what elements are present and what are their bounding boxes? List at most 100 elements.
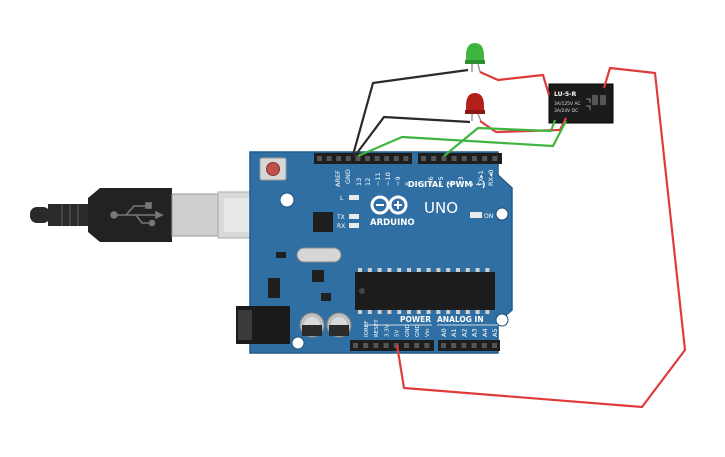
analog-pin-label: A4 [481,328,489,337]
header-pin[interactable] [384,156,390,161]
chip-pin [465,310,470,314]
model-label: UNO [424,199,458,217]
chip-pin [416,268,421,272]
chip-pin [475,310,480,314]
regulator-chip [312,270,324,282]
header-pin[interactable] [353,343,358,348]
header-pin[interactable] [336,156,342,161]
analog-pin-label: A1 [450,328,458,337]
header-pin[interactable] [403,156,409,161]
voltage-regulator [268,278,280,298]
header-pin[interactable] [363,343,369,348]
chip-pin [485,310,490,314]
digital-header-left[interactable] [314,153,412,164]
relay-lu-5-r[interactable]: LU-5-R 3A/125V AC 3A/24V DC [548,83,614,124]
header-pin[interactable] [431,156,437,161]
atmega-chip [355,268,495,314]
digital-pin-label: 13 [355,178,363,186]
analog-label: ANALOG IN [437,315,484,324]
power-label: POWER [400,315,431,324]
header-pin[interactable] [482,156,488,161]
chip-pin [407,310,411,314]
red-led[interactable] [465,93,485,122]
wire-green-led-relay[interactable] [479,70,551,96]
wire-relay-5v[interactable] [395,66,687,409]
power-pin-label: GND [405,324,411,337]
rx-label: RX [337,223,345,230]
chip-pin [456,310,460,314]
header-pin[interactable] [345,156,351,161]
small-component [321,293,331,301]
chip-pin [475,268,480,272]
header-pin[interactable] [424,343,430,348]
digital-pin-label: ~6 [427,176,435,186]
analog-pin-label: A5 [491,328,499,337]
header-pin[interactable] [441,156,447,161]
header-pin[interactable] [492,156,498,161]
led-l-label: L [340,195,344,202]
digital-label: DIGITAL (PWM ~) [408,180,486,189]
chip-pin [446,268,451,272]
chip-pin [377,268,382,272]
header-pin[interactable] [373,343,379,348]
chip-pin [426,268,431,272]
wire-pin13-relay[interactable] [357,120,567,158]
brand-label: ARDUINO [370,218,415,228]
power-jack [236,306,290,344]
on-led [470,212,482,218]
relay-model-label: LU-5-R [554,91,577,98]
digital-pin-label: ~10 [384,172,392,186]
digital-header-right[interactable] [418,153,502,164]
power-pin-label: 3.3V [384,324,390,337]
header-pin[interactable] [492,343,497,348]
digital-pin-label: TX▸1 [477,170,485,187]
chip-pin [407,268,411,272]
crystal-oscillator [296,247,342,263]
digital-pin-label: 4 [447,182,455,186]
header-pin[interactable] [481,343,487,348]
header-pin[interactable] [414,343,420,348]
power-pin-label: Vin [425,328,431,337]
led-l-indicator [349,195,359,200]
aref-label: AREF [334,170,342,187]
header-pin[interactable] [317,156,322,161]
header-pin[interactable] [441,343,446,348]
digital-pin-label: ~9 [394,176,402,186]
analog-header[interactable] [438,340,500,351]
digital-pin-label: ~5 [437,176,445,186]
header-pin[interactable] [383,343,389,348]
chip-pin [397,268,402,272]
header-pin[interactable] [374,156,380,161]
wire-pin5-relay[interactable] [443,119,557,157]
header-pin[interactable] [404,343,409,348]
wires[interactable] [351,66,687,409]
green-led[interactable] [465,43,485,73]
digital-pin-label: RX◂0 [487,170,495,186]
header-pin[interactable] [451,156,457,161]
chip-pin [377,310,382,314]
header-pin[interactable] [451,343,457,348]
reset-button[interactable] [259,157,287,181]
header-pin[interactable] [472,156,477,161]
relay-ac-rating: 3A/125V AC [554,101,581,107]
power-pin-label: GND [415,324,421,337]
capacitor-2 [326,312,352,338]
header-pin[interactable] [421,156,426,161]
header-pin[interactable] [471,343,477,348]
header-pin[interactable] [461,156,467,161]
header-pin[interactable] [393,156,399,161]
wire-gnd-red-led[interactable] [353,115,471,158]
wire-gnd-green-led[interactable] [351,68,469,156]
header-pin[interactable] [365,156,370,161]
chip-pin [416,310,421,314]
chip-pin [485,268,490,272]
header-pin[interactable] [355,156,361,161]
capacitor-1 [299,312,325,338]
header-pin[interactable] [461,343,467,348]
power-header[interactable] [350,340,434,351]
header-pin[interactable] [326,156,332,161]
